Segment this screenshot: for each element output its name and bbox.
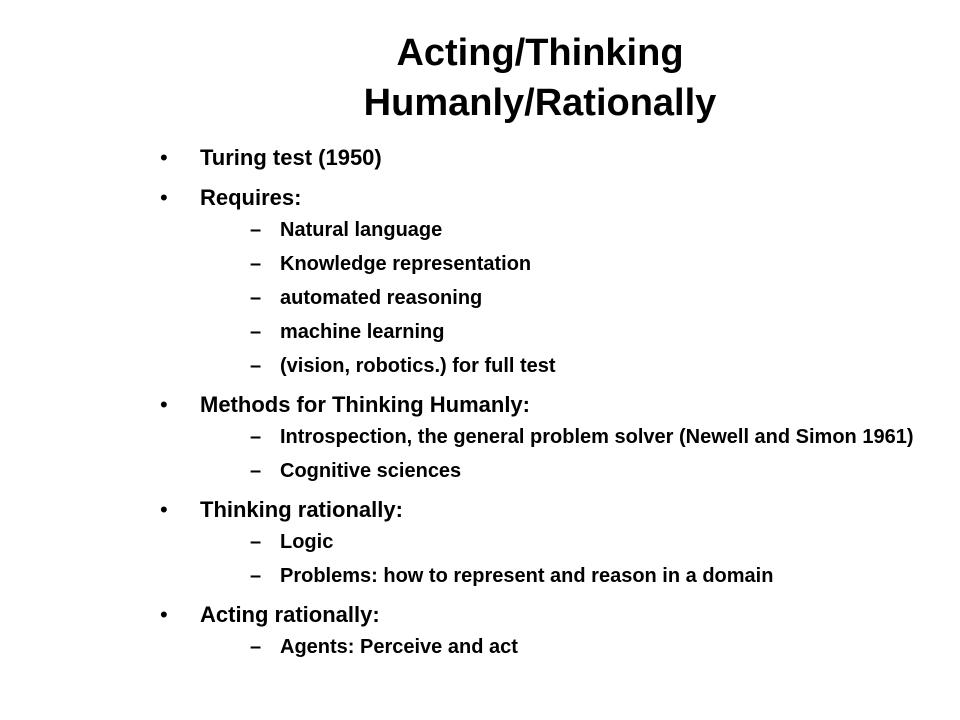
sub-item: – (vision, robotics.) for full test bbox=[200, 355, 920, 378]
bullet-icon: • bbox=[160, 392, 168, 417]
bullet-text: Thinking rationally: bbox=[200, 497, 403, 522]
sub-list: – Introspection, the general problem sol… bbox=[200, 426, 920, 483]
bullet-icon: • bbox=[160, 185, 168, 210]
bullet-text: Requires: bbox=[200, 185, 302, 210]
bullet-text: Turing test (1950) bbox=[200, 145, 382, 170]
dash-icon: – bbox=[250, 287, 262, 309]
bullet-icon: • bbox=[160, 602, 168, 627]
sub-list: – Agents: Perceive and act bbox=[200, 636, 920, 659]
dash-icon: – bbox=[250, 426, 262, 448]
slide-title: Acting/Thinking Humanly/Rationally bbox=[200, 28, 880, 128]
sub-text: (vision, robotics.) for full test bbox=[280, 355, 556, 377]
dash-icon: – bbox=[250, 636, 262, 658]
sub-item: – automated reasoning bbox=[200, 287, 920, 310]
bullet-item-acting-rationally: • Acting rationally: – Agents: Perceive … bbox=[160, 602, 920, 659]
sub-text: Problems: how to represent and reason in… bbox=[280, 565, 774, 587]
bullet-item-turing-test: • Turing test (1950) bbox=[160, 145, 920, 171]
sub-item: – Knowledge representation bbox=[200, 253, 920, 276]
bullet-item-thinking-rationally: • Thinking rationally: – Logic – Problem… bbox=[160, 497, 920, 588]
sub-item: – Logic bbox=[200, 531, 920, 554]
bullet-icon: • bbox=[160, 497, 168, 522]
dash-icon: – bbox=[250, 219, 262, 241]
sub-text: machine learning bbox=[280, 321, 445, 343]
sub-item: – Introspection, the general problem sol… bbox=[200, 426, 920, 449]
bullet-text: Acting rationally: bbox=[200, 602, 380, 627]
dash-icon: – bbox=[250, 355, 262, 377]
sub-text: Agents: Perceive and act bbox=[280, 636, 518, 658]
sub-item: – machine learning bbox=[200, 321, 920, 344]
dash-icon: – bbox=[250, 565, 262, 587]
sub-text: automated reasoning bbox=[280, 287, 483, 309]
title-line-1: Acting/Thinking bbox=[396, 32, 684, 74]
sub-item: – Agents: Perceive and act bbox=[200, 636, 920, 659]
sub-text: Logic bbox=[280, 531, 334, 553]
sub-list: – Natural language – Knowledge represent… bbox=[200, 219, 920, 378]
dash-icon: – bbox=[250, 460, 262, 482]
title-line-2: Humanly/Rationally bbox=[363, 82, 717, 124]
sub-text: Cognitive sciences bbox=[280, 460, 462, 482]
sub-text: Natural language bbox=[280, 219, 443, 241]
bullet-text: Methods for Thinking Humanly: bbox=[200, 392, 530, 417]
bullet-item-thinking-humanly: • Methods for Thinking Humanly: – Intros… bbox=[160, 392, 920, 483]
dash-icon: – bbox=[250, 253, 262, 275]
sub-list: – Logic – Problems: how to represent and… bbox=[200, 531, 920, 588]
sub-text: Introspection, the general problem solve… bbox=[280, 426, 914, 448]
dash-icon: – bbox=[250, 321, 262, 343]
sub-text: Knowledge representation bbox=[280, 253, 532, 275]
sub-item: – Natural language bbox=[200, 219, 920, 242]
bullet-icon: • bbox=[160, 145, 168, 170]
bullet-list: • Turing test (1950) • Requires: – Natur… bbox=[160, 145, 920, 659]
bullet-item-requires: • Requires: – Natural language – Knowled… bbox=[160, 185, 920, 378]
sub-item: – Cognitive sciences bbox=[200, 460, 920, 483]
sub-item: – Problems: how to represent and reason … bbox=[200, 565, 920, 588]
dash-icon: – bbox=[250, 531, 262, 553]
